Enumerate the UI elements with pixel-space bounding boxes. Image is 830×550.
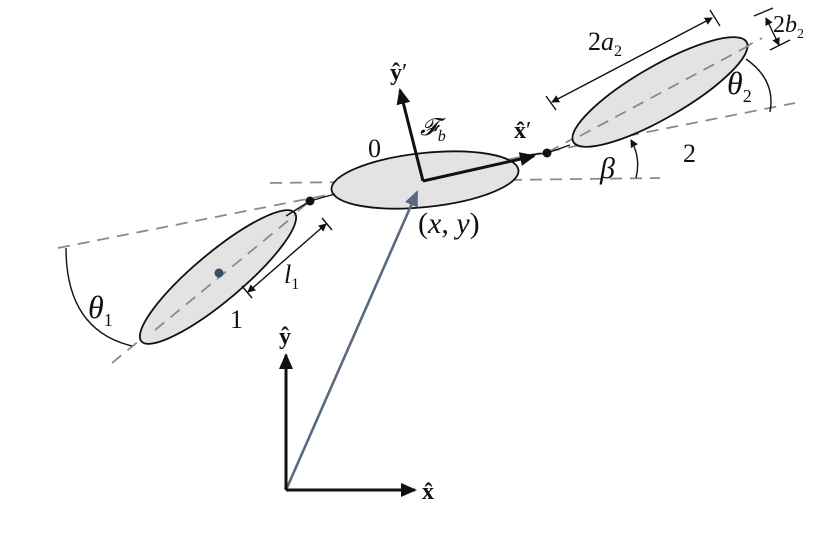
frame-subscript: b xyxy=(438,128,446,145)
position-y: y xyxy=(453,207,470,240)
x-prime-hat-glyph: x̂ xyxy=(514,118,526,144)
world-y-axis-label: ŷ xyxy=(279,324,291,350)
position-x: x xyxy=(427,207,442,240)
theta2-subscript: 2 xyxy=(743,86,752,106)
y-prime-mark: ′ xyxy=(402,60,407,86)
body2-centerline xyxy=(579,43,753,137)
theta1-subscript: 1 xyxy=(104,310,113,330)
theta1-label: θ1 xyxy=(88,289,113,330)
a2-dimension-line xyxy=(551,17,713,103)
b2-tick-top xyxy=(753,7,774,17)
body0-label: 0 xyxy=(368,134,381,163)
b2-dimension-line xyxy=(765,17,780,46)
theta2-symbol: θ xyxy=(727,65,743,101)
beta-angle-arc xyxy=(630,139,639,179)
world-x-axis-label: x̂ xyxy=(422,479,434,505)
b2-tick-bottom xyxy=(769,39,791,51)
a2-coefficient: 2 xyxy=(588,27,601,56)
b2-label: 2b2 xyxy=(773,12,804,42)
l1-dimension-line xyxy=(247,223,327,293)
joint2-dot xyxy=(542,148,552,158)
l1-symbol: l xyxy=(284,260,291,289)
link-joint1 xyxy=(285,200,311,217)
y-prime-hat-glyph: ŷ xyxy=(390,60,402,86)
l1-tick-lower xyxy=(241,285,253,299)
a2-tick-left xyxy=(545,95,557,111)
l1-label: l1 xyxy=(284,260,299,293)
body2-label: 2 xyxy=(683,139,696,168)
x-prime-axis-arrow xyxy=(422,152,536,183)
y-prime-axis-label: ŷ′ xyxy=(390,60,407,86)
position-paren-close: ) xyxy=(470,207,480,240)
theta1-angle-arc xyxy=(65,247,133,347)
b2-subscript: 2 xyxy=(797,27,804,42)
link-axis-dashed-line xyxy=(57,102,796,249)
position-label: (x, y) xyxy=(418,207,480,240)
l1-tick-upper xyxy=(321,217,333,231)
body1-label: 1 xyxy=(230,305,243,334)
x-prime-axis-label: x̂′ xyxy=(514,118,531,144)
b2-symbol: b xyxy=(785,12,797,38)
theta2-label: θ2 xyxy=(727,65,752,106)
theta2-angle-arc xyxy=(745,58,772,113)
frame-label: 𝓕b xyxy=(420,115,446,145)
a2-symbol: a xyxy=(601,27,614,56)
a2-label: 2a2 xyxy=(588,27,622,60)
position-vector-arrow xyxy=(284,190,419,491)
body1-centroid-dot xyxy=(214,268,224,278)
a2-subscript: 2 xyxy=(614,43,622,60)
beta-label: β xyxy=(599,152,615,185)
position-comma: , xyxy=(441,207,456,240)
theta1-symbol: θ xyxy=(88,289,104,325)
x-prime-mark: ′ xyxy=(526,118,531,144)
position-paren-open: ( xyxy=(418,207,428,240)
y-prime-axis-arrow xyxy=(396,88,425,182)
joint1-dot xyxy=(305,196,315,206)
l1-subscript: 1 xyxy=(291,276,299,293)
b2-coefficient: 2 xyxy=(773,12,785,38)
a2-tick-right xyxy=(709,9,721,27)
